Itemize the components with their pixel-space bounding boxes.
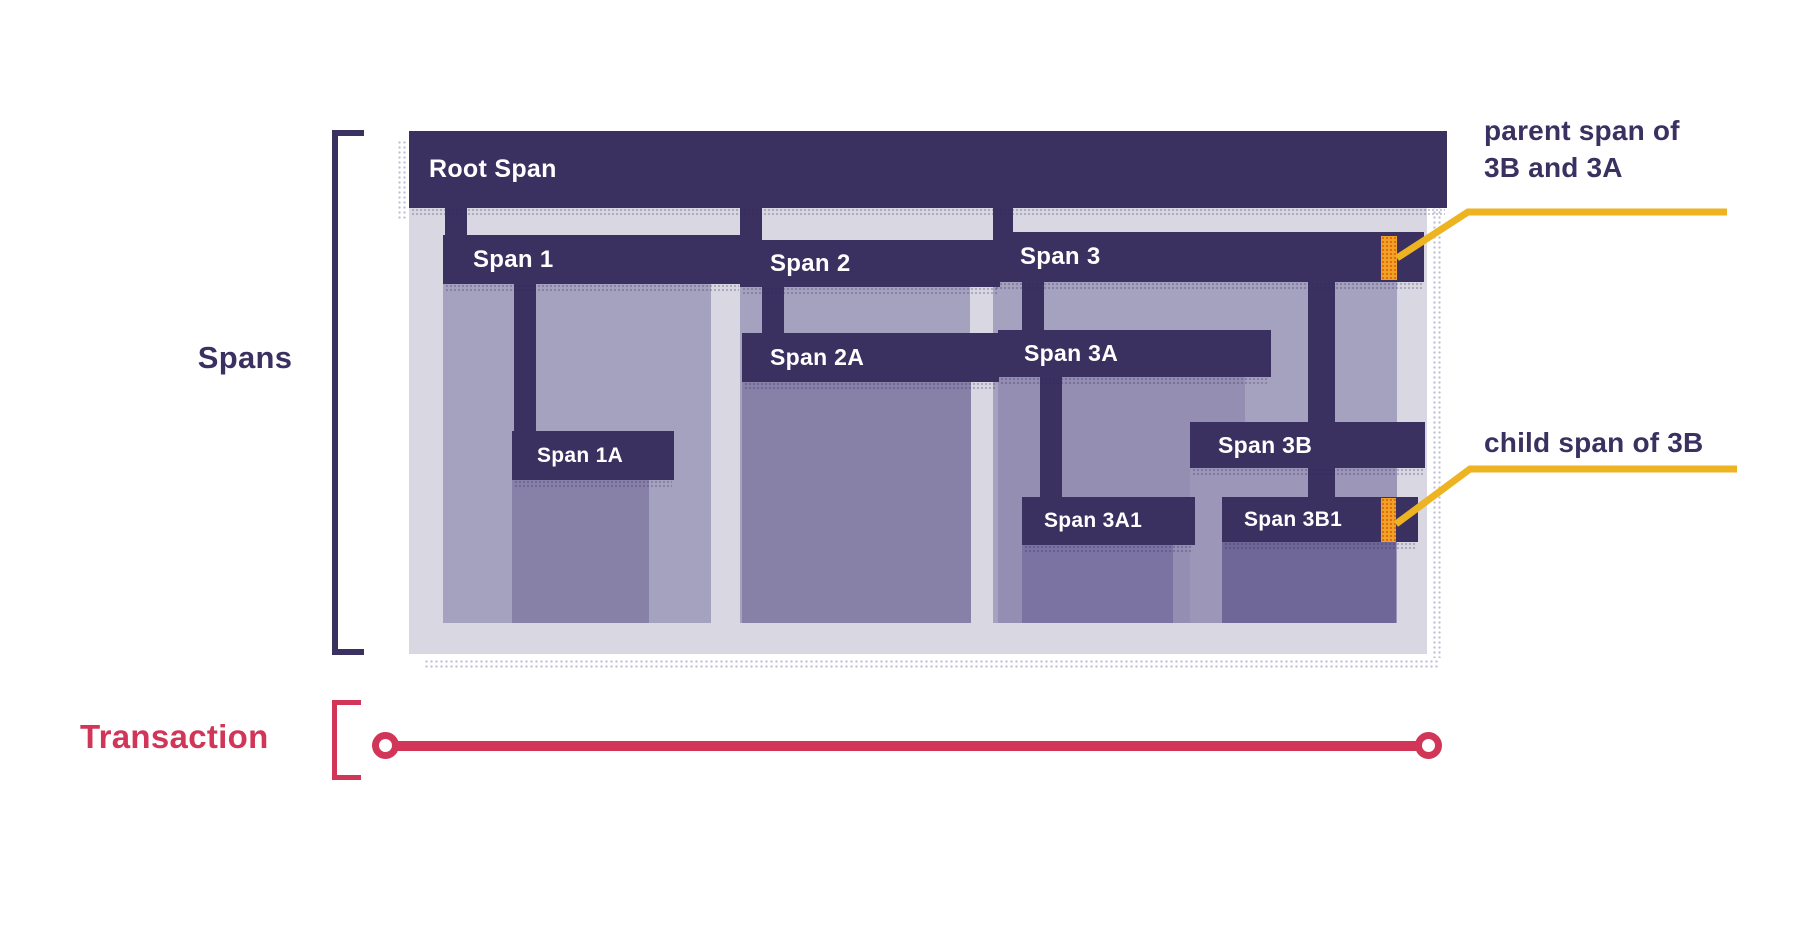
span-1-bar: Span 1 bbox=[443, 235, 741, 292]
span-3-label: Span 3 bbox=[1020, 243, 1101, 270]
span-2-bar: Span 2 bbox=[740, 240, 1000, 295]
child-callout-line bbox=[1393, 465, 1737, 527]
span-1a-bar: Span 1A bbox=[512, 431, 674, 488]
span-3a-bar: Span 3A bbox=[998, 330, 1271, 385]
transaction-start-dot bbox=[372, 732, 399, 759]
transaction-label: Transaction bbox=[80, 718, 269, 755]
parent-span-annotation: parent span of 3B and 3A bbox=[1484, 112, 1680, 186]
span-3-bar: Span 3 bbox=[993, 232, 1424, 290]
connector-root-to-span1 bbox=[445, 208, 467, 236]
container-shadow-bottom bbox=[424, 659, 1440, 670]
span-2a-label: Span 2A bbox=[770, 344, 865, 370]
parent-span-marker bbox=[1381, 236, 1397, 280]
span-3a1-label: Span 3A1 bbox=[1044, 509, 1143, 532]
span-2a-bar: Span 2A bbox=[742, 333, 999, 390]
child-span-annotation-text: child span of 3B bbox=[1484, 427, 1704, 458]
rootspan-shadow-left bbox=[397, 140, 406, 220]
connector-root-to-span3 bbox=[993, 208, 1013, 234]
transaction-timeline bbox=[390, 741, 1422, 751]
span-3b1-duration bbox=[1222, 542, 1396, 623]
container-shadow-right bbox=[1432, 150, 1442, 658]
connector-span3-to-span3a bbox=[1022, 282, 1044, 331]
span-2-label: Span 2 bbox=[770, 249, 851, 277]
transaction-bracket-vertical bbox=[332, 700, 337, 780]
parent-span-annotation-line1: parent span of bbox=[1484, 115, 1680, 146]
child-span-marker bbox=[1381, 498, 1396, 542]
connector-span3a-to-span3a1 bbox=[1040, 377, 1062, 498]
span-1a-duration bbox=[512, 480, 649, 623]
spans-bracket-vertical bbox=[332, 130, 338, 655]
connector-span1-to-span1a bbox=[514, 284, 536, 432]
span-2a-duration bbox=[742, 382, 971, 623]
span-3b-label: Span 3B bbox=[1218, 431, 1313, 458]
parent-callout-line bbox=[1395, 208, 1727, 261]
connector-span2-to-span2a bbox=[762, 287, 784, 334]
connector-root-to-span2 bbox=[740, 208, 762, 241]
root-span-label: Root Span bbox=[429, 155, 557, 183]
spans-bracket-bottom-arm bbox=[338, 649, 364, 655]
parent-span-annotation-line2: 3B and 3A bbox=[1484, 152, 1623, 183]
child-span-annotation: child span of 3B bbox=[1484, 424, 1703, 461]
span-3b1-label: Span 3B1 bbox=[1244, 507, 1343, 531]
span-3a-label: Span 3A bbox=[1024, 340, 1119, 366]
span-3a1-duration bbox=[1022, 545, 1173, 623]
spans-bracket-top-arm bbox=[338, 130, 364, 136]
transaction-bracket-top-arm bbox=[337, 700, 361, 705]
span-1-label: Span 1 bbox=[473, 245, 554, 273]
span-3a1-bar: Span 3A1 bbox=[1022, 497, 1195, 553]
transaction-bracket-bottom-arm bbox=[337, 775, 361, 780]
root-span-bar: Root Span bbox=[409, 131, 1447, 216]
span-1a-label: Span 1A bbox=[537, 443, 624, 467]
transaction-end-dot bbox=[1415, 732, 1442, 759]
span-3b-bar: Span 3B bbox=[1190, 422, 1425, 476]
spans-label: Spans bbox=[197, 340, 293, 375]
